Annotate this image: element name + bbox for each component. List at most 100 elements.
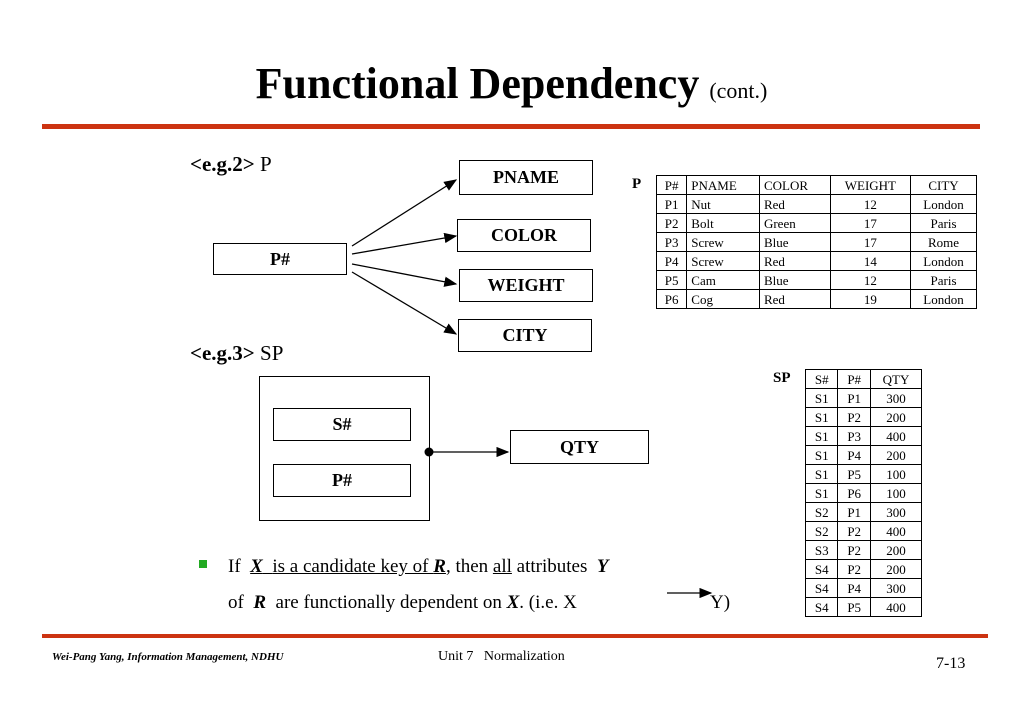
- eg2-source-box: P#: [213, 243, 347, 275]
- table-cell: S1: [804, 426, 839, 446]
- table-cell: S4: [804, 597, 839, 617]
- bullet-line-2: of R are functionally dependent on X. (i…: [228, 586, 577, 619]
- table-row: P4 Screw Red 14 London: [655, 251, 977, 271]
- table-cell: S1: [804, 483, 839, 503]
- eg3-tag: <e.g.3>: [190, 341, 255, 365]
- table-sp-label: SP: [773, 370, 791, 386]
- table-cell: 100: [869, 483, 923, 503]
- target-city-box: CITY: [458, 319, 592, 352]
- footer-page-number: 7-13: [936, 655, 966, 672]
- eg2-tag: <e.g.2>: [190, 152, 255, 176]
- table-cell: P1: [655, 194, 688, 214]
- bullet-all: all: [492, 556, 512, 577]
- footer-unit: Unit 7 Normalization: [438, 649, 565, 664]
- table-cell: 200: [869, 540, 923, 560]
- key-p-box: P#: [273, 464, 411, 497]
- table-cell: 19: [829, 289, 912, 309]
- bullet-x-key-clause: X is a candidate key of R: [250, 556, 446, 577]
- bullet-r2: R: [253, 592, 267, 613]
- table-cell: Blue: [758, 232, 831, 252]
- title-main: Functional Dependency: [255, 59, 700, 108]
- key-s-box: S#: [273, 408, 411, 441]
- table-cell: 17: [829, 213, 912, 233]
- table-cell: 400: [869, 426, 923, 446]
- table-cell: Red: [758, 251, 831, 271]
- table-cell: 17: [829, 232, 912, 252]
- bullet-if: If: [228, 556, 241, 577]
- table-cell: P4: [655, 251, 688, 271]
- table-cell: Nut: [686, 194, 760, 214]
- table-cell: P2: [837, 407, 871, 427]
- table-cell: P1: [837, 502, 871, 522]
- table-cell: S1: [804, 464, 839, 484]
- arrow-to-city: [351, 271, 458, 335]
- table-cell: 400: [869, 521, 923, 541]
- table-cell: Cog: [686, 289, 760, 309]
- target-color-box: COLOR: [457, 219, 591, 252]
- table-cell: Bolt: [686, 213, 760, 233]
- table-cell: London: [910, 194, 977, 214]
- arrow-to-pname: [351, 179, 458, 247]
- table-cell: 300: [869, 578, 923, 598]
- title-subtitle: (cont.): [709, 78, 768, 103]
- table-p-label: P: [632, 176, 642, 192]
- table-cell: London: [910, 251, 977, 271]
- table-cell: Blue: [758, 270, 831, 290]
- table-cell: 400: [869, 597, 923, 617]
- table-cell: 100: [869, 464, 923, 484]
- table-p-header-row: P# PNAME COLOR WEIGHT CITY: [655, 175, 977, 195]
- table-header-cell: QTY: [869, 369, 923, 389]
- table-cell: S2: [804, 521, 839, 541]
- table-header-cell: P#: [655, 175, 688, 195]
- table-cell: P2: [837, 540, 871, 560]
- footer-author: Wei-Pang Yang, Information Management, N…: [52, 651, 284, 663]
- top-rule: [42, 124, 980, 129]
- bullet-y: Y: [596, 556, 609, 577]
- table-cell: 200: [869, 559, 923, 579]
- bullet-r: R: [433, 556, 446, 577]
- table-row: P1 Nut Red 12 London: [655, 194, 977, 214]
- table-cell: P5: [837, 597, 871, 617]
- bullet-then: , then: [445, 556, 489, 577]
- table-cell: 300: [869, 502, 923, 522]
- table-cell: Screw: [686, 251, 760, 271]
- table-cell: P6: [655, 289, 688, 309]
- target-weight-box: WEIGHT: [459, 269, 593, 302]
- table-cell: S1: [804, 388, 839, 408]
- table-row: P5 Cam Blue 12 Paris: [655, 270, 977, 290]
- table-cell: 12: [829, 194, 912, 214]
- table-cell: S1: [804, 445, 839, 465]
- table-cell: P5: [837, 464, 871, 484]
- table-header-cell: P#: [837, 369, 871, 389]
- table-cell: Screw: [686, 232, 760, 252]
- bullet-key-text: is a candidate key of: [272, 556, 429, 577]
- table-cell: Red: [758, 289, 831, 309]
- bullet-y-end: Y): [710, 592, 731, 613]
- bullet-line-1: If X is a candidate key of R, then all a…: [228, 550, 608, 583]
- table-cell: Cam: [686, 270, 760, 290]
- table-p: P# PNAME COLOR WEIGHT CITY P1 Nut Red 12…: [655, 175, 977, 309]
- bottom-rule: [42, 634, 988, 638]
- bullet-square-icon: [199, 560, 207, 568]
- table-cell: P6: [837, 483, 871, 503]
- table-cell: Rome: [910, 232, 977, 252]
- table-cell: P3: [655, 232, 688, 252]
- arrow-to-color: [351, 232, 458, 255]
- table-header-cell: WEIGHT: [829, 175, 912, 195]
- eg3-heading: <e.g.3> SP: [190, 341, 283, 366]
- composite-key-box: [259, 376, 430, 521]
- table-header-cell: S#: [804, 369, 839, 389]
- table-row: P3 Screw Blue 17 Rome: [655, 232, 977, 252]
- table-cell: 300: [869, 388, 923, 408]
